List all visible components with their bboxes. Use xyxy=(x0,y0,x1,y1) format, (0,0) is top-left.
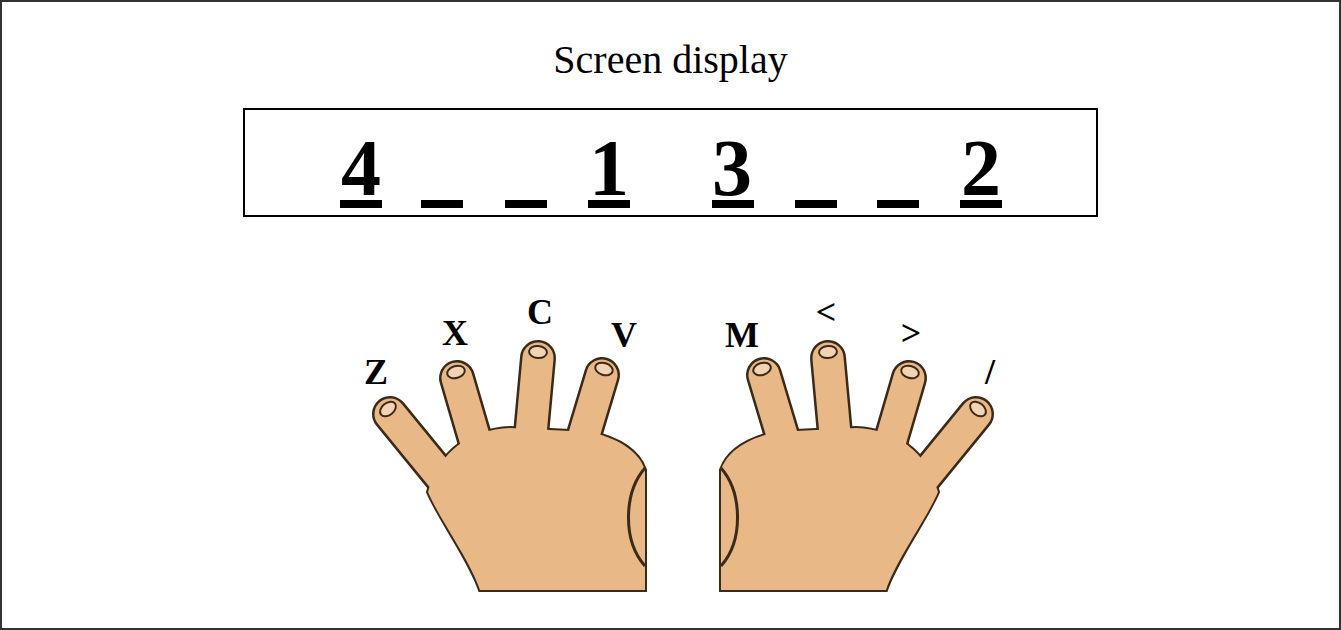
finger xyxy=(918,414,976,485)
title: Screen display xyxy=(0,36,1341,84)
thumb-edge xyxy=(721,468,738,566)
finger-outline xyxy=(888,378,909,450)
slot-bar xyxy=(877,200,919,208)
target-digit: 3 xyxy=(712,128,752,208)
screen-box: 4 1 3 2 xyxy=(243,108,1098,217)
nail xyxy=(446,364,467,380)
nail xyxy=(752,361,773,378)
right-hand xyxy=(721,345,989,590)
nail xyxy=(529,345,548,359)
key-label: < xyxy=(816,294,837,330)
nails xyxy=(752,345,989,419)
slot-bar xyxy=(795,200,837,208)
finger xyxy=(764,375,788,455)
key-label: / xyxy=(985,354,995,390)
finger xyxy=(457,378,478,450)
slot-bar xyxy=(505,200,547,208)
key-label: M xyxy=(725,317,759,353)
key-label: V xyxy=(611,317,637,353)
finger-outline xyxy=(390,414,448,485)
thumb-edge xyxy=(628,468,645,566)
target-digit: 4 xyxy=(341,128,381,208)
key-label: > xyxy=(901,315,922,351)
slot-bar xyxy=(421,200,463,208)
nails xyxy=(377,345,614,419)
target-digit: 2 xyxy=(961,128,1001,208)
finger xyxy=(530,358,538,445)
nail xyxy=(377,399,399,420)
nail xyxy=(900,364,921,380)
key-label: C xyxy=(527,294,553,330)
finger xyxy=(828,358,836,445)
nail xyxy=(967,399,989,420)
key-label: X xyxy=(442,315,468,351)
finger-outline xyxy=(918,414,976,485)
fingers xyxy=(764,358,976,485)
finger-outline xyxy=(828,358,836,445)
target-digit: 1 xyxy=(589,128,629,208)
response-slots xyxy=(340,200,1002,208)
finger xyxy=(390,414,448,485)
finger xyxy=(888,378,909,450)
finger xyxy=(578,375,602,455)
nail xyxy=(594,361,615,378)
finger-outline xyxy=(530,358,538,445)
nail xyxy=(819,345,838,359)
fingers xyxy=(390,358,602,485)
left-hand xyxy=(377,345,645,590)
key-label: Z xyxy=(364,354,388,390)
finger-outline xyxy=(457,378,478,450)
